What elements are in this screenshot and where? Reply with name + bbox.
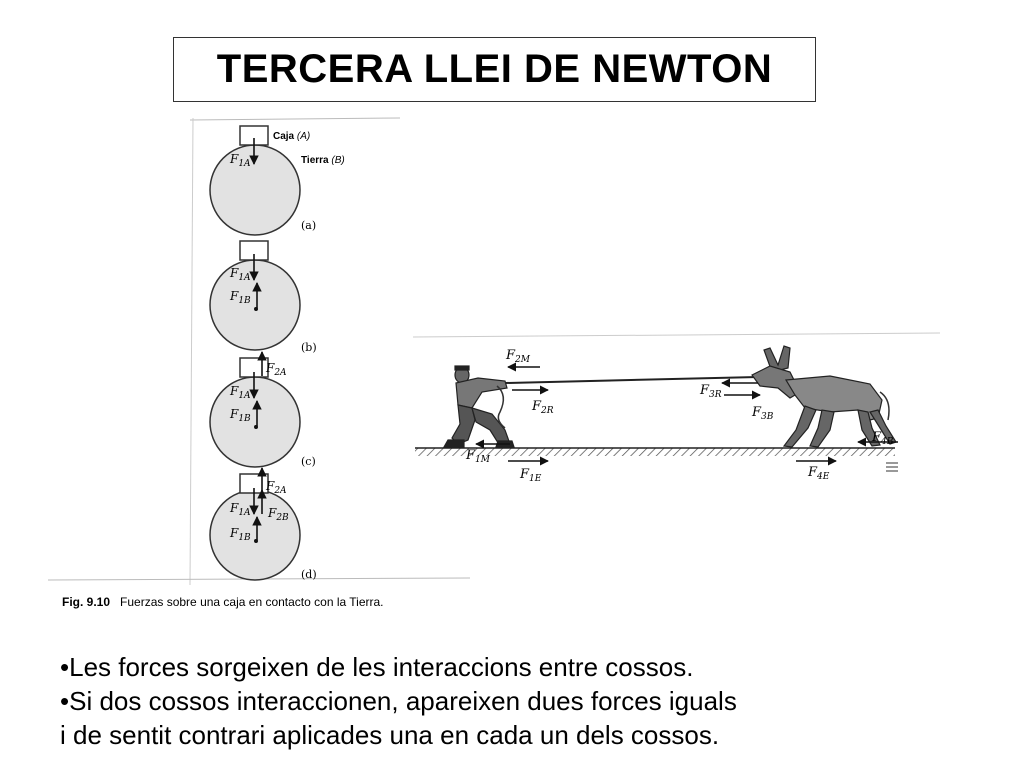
earth-circle xyxy=(209,144,301,236)
panel-a: F1A Caja (A) Tierra (B) (a) xyxy=(209,125,345,236)
force-label-f2a: F2A xyxy=(265,361,287,378)
panel-a-label: (a) xyxy=(301,219,316,232)
slide-title: TERCERA LLEI DE NEWTON xyxy=(173,37,816,102)
earth-circle xyxy=(209,259,301,351)
force-label-f4e: F4E xyxy=(807,465,830,482)
panel-d: F2A F1A F2B F1B (d) xyxy=(209,467,317,581)
ground xyxy=(415,448,895,456)
label-caja: Caja (A) xyxy=(273,131,310,142)
force-label-f1a: F1A xyxy=(229,266,251,283)
bullet-list: •Les forces sorgeixen de les interaccion… xyxy=(60,650,990,752)
panel-d-label: (d) xyxy=(301,568,317,581)
force-label-f1a: F1A xyxy=(229,384,251,401)
force-label-f2b: F2B xyxy=(267,506,289,523)
man-figure xyxy=(442,365,515,448)
force-label-f1b: F1B xyxy=(229,407,251,424)
bullet-item: •Les forces sorgeixen de les interaccion… xyxy=(60,652,694,682)
box-earth-figure: F1A Caja (A) Tierra (B) (a) F1A F1B (b) … xyxy=(62,125,384,609)
force-label-f1a: F1A xyxy=(229,152,251,169)
tug-figure: F2M F2R F3R F3B F4B F1M F1E F4E xyxy=(415,345,898,484)
force-label-f2a: F2A xyxy=(265,479,287,496)
earth-circle xyxy=(209,489,301,581)
force-label-f1b: F1B xyxy=(229,526,251,543)
rope xyxy=(505,376,759,384)
force-label-f1a: F1A xyxy=(229,501,251,518)
panel-c: F2A F1A F1B (c) xyxy=(209,351,316,468)
panel-b: F1A F1B (b) xyxy=(209,240,317,354)
panel-b-label: (b) xyxy=(301,341,317,354)
force-label-f4b: F4B xyxy=(871,430,894,447)
force-label-f3r: F3R xyxy=(699,383,722,400)
force-label-f2m: F2M xyxy=(505,348,531,365)
bullet-item: •Si dos cossos interaccionen, apareixen … xyxy=(60,686,737,716)
donkey-figure xyxy=(751,345,897,448)
force-label-f1b: F1B xyxy=(229,289,251,306)
force-label-f1m: F1M xyxy=(465,448,491,465)
label-tierra: Tierra (B) xyxy=(301,155,345,166)
panel-c-label: (c) xyxy=(301,455,316,468)
force-label-f2r: F2R xyxy=(531,399,554,416)
bullet-item: i de sentit contrari aplicades una en ca… xyxy=(60,720,720,750)
force-label-f1e: F1E xyxy=(519,467,542,484)
earth-circle xyxy=(209,376,301,468)
force-label-f3b: F3B xyxy=(751,405,774,422)
